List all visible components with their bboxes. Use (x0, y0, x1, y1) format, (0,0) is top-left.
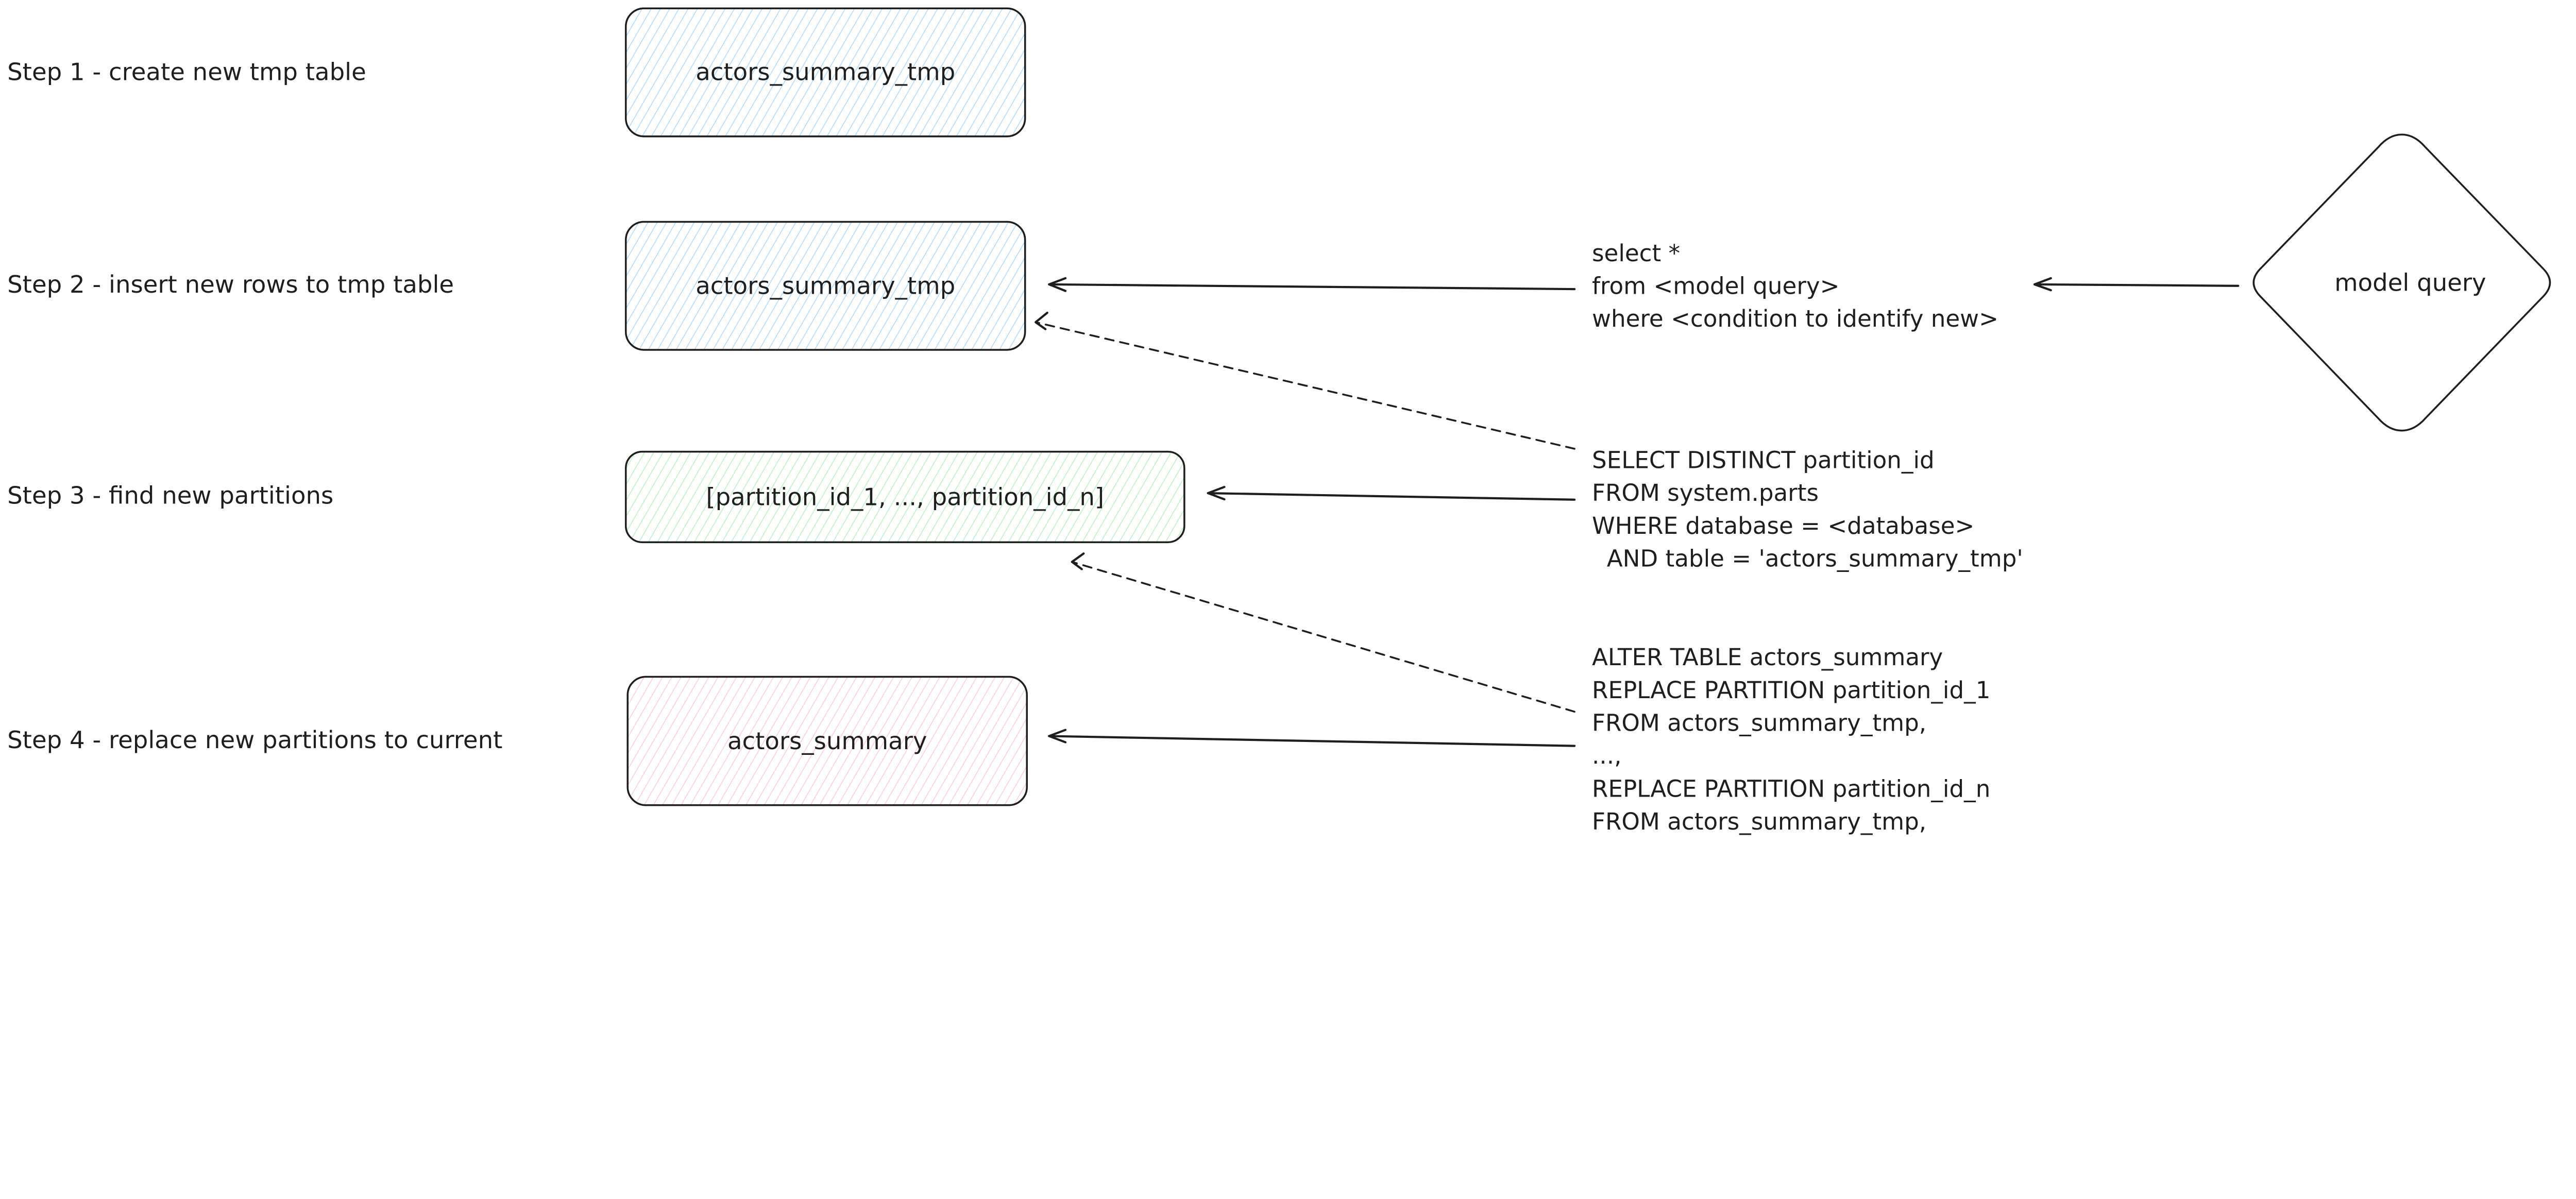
find-partitions-query: SELECT DISTINCT partition_id FROM system… (1592, 446, 2023, 572)
code-line: select * (1592, 240, 1680, 267)
code-line: WHERE database = <database> (1592, 512, 1974, 539)
partitions-label: [partition_id_1, ..., partition_id_n] (706, 483, 1104, 511)
code-line: SELECT DISTINCT partition_id (1592, 446, 1935, 474)
arrow-insert-to-tmp (1048, 277, 1576, 292)
model-query-diamond[interactable]: model query (2252, 133, 2551, 432)
code-line: ALTER TABLE actors_summary (1592, 644, 1943, 671)
code-line: ..., (1592, 742, 1621, 769)
tmp-table-label: actors_summary_tmp (696, 58, 955, 86)
code-line: REPLACE PARTITION partition_id_n (1592, 775, 1990, 802)
step-1-label: Step 1 - create new tmp table (7, 58, 366, 86)
dashed-arrow-find-to-tmp (1035, 311, 1575, 450)
tmp-table-box-step1[interactable]: actors_summary_tmp (624, 7, 1026, 138)
actors-summary-label: actors_summary (727, 727, 927, 755)
insert-query: select * from <model query> where <condi… (1592, 240, 1998, 332)
code-line: FROM system.parts (1592, 479, 1819, 506)
replace-partitions-query: ALTER TABLE actors_summary REPLACE PARTI… (1592, 644, 1990, 835)
arrow-find-to-partitions (1207, 485, 1576, 501)
model-query-label: model query (2334, 269, 2486, 297)
dashed-arrow-replace-to-partitions (1071, 552, 1575, 713)
step-2-label: Step 2 - insert new rows to tmp table (7, 271, 454, 298)
code-line: AND table = 'actors_summary_tmp' (1592, 545, 2023, 572)
step-4-label: Step 4 - replace new partitions to curre… (7, 726, 502, 754)
code-line: where <condition to identify new> (1592, 305, 1998, 332)
partitions-box[interactable]: [partition_id_1, ..., partition_id_n] (624, 450, 1185, 544)
code-line: REPLACE PARTITION partition_id_1 (1592, 677, 1990, 704)
tmp-table-label: actors_summary_tmp (696, 272, 955, 299)
step-3-label: Step 3 - find new partitions (7, 482, 333, 510)
actors-summary-box[interactable]: actors_summary (626, 676, 1028, 806)
tmp-table-box-step2[interactable]: actors_summary_tmp (624, 221, 1026, 351)
diagram-canvas: Step 1 - create new tmp table Step 2 - i… (7, 7, 2551, 835)
arrow-replace-to-target (1048, 729, 1576, 747)
code-line: FROM actors_summary_tmp, (1592, 808, 1926, 835)
arrow-model-to-insert (2033, 277, 2240, 292)
code-line: FROM actors_summary_tmp, (1592, 710, 1926, 737)
code-line: from <model query> (1592, 272, 1839, 299)
